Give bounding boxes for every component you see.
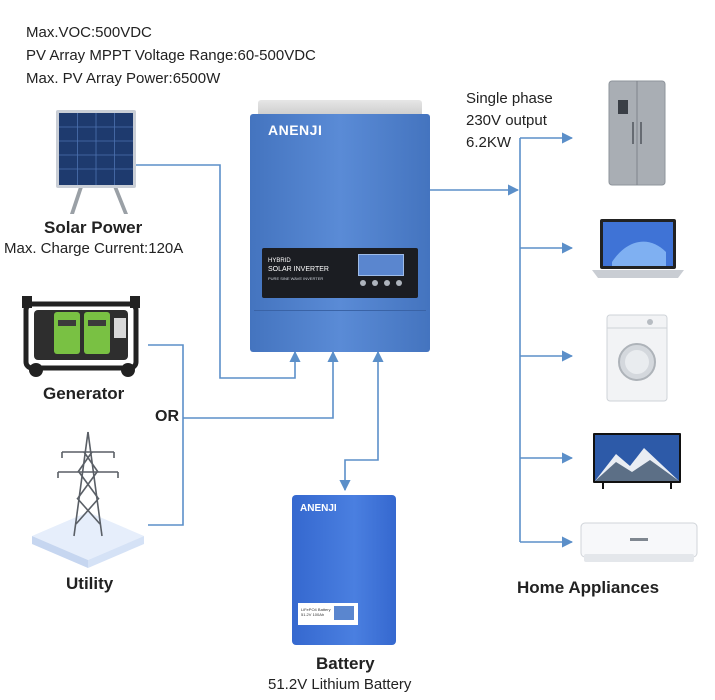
solar-line <box>135 164 301 379</box>
solar-title: Solar Power <box>44 218 143 237</box>
generator-line <box>148 344 184 526</box>
battery-label-panel: LiFePO4 Battery 51.2V 100Ah <box>298 603 358 625</box>
washing-machine-icon <box>606 314 668 402</box>
battery-screen <box>334 606 354 620</box>
refrigerator-icon <box>608 80 666 186</box>
inverter-button-dot <box>360 280 366 286</box>
spec-max-pv-power: Max. PV Array Power:6500W <box>26 70 221 87</box>
inverter-brand: ANENJI <box>268 122 323 138</box>
inverter-divider <box>254 310 426 311</box>
inverter-buttons <box>358 280 402 288</box>
battery-brand: ANENJI <box>300 503 337 514</box>
inverter-tagline: PURE SINE WAVE INVERTER <box>268 276 324 281</box>
inverter-name: SOLAR INVERTER <box>268 266 329 273</box>
laptop-icon <box>592 219 684 278</box>
inverter-button-dot <box>396 280 402 286</box>
utility-title: Utility <box>66 574 114 593</box>
spec-max-voc: Max.VOC:500VDC <box>26 24 152 41</box>
or-label: OR <box>155 408 179 425</box>
inverter-front-panel: HYBRID SOLAR INVERTER PURE SINE WAVE INV… <box>262 248 418 298</box>
inverter-mount-bracket <box>258 100 422 118</box>
television-icon <box>593 433 681 489</box>
inverter-button-dot <box>384 280 390 286</box>
battery-subtitle: 51.2V Lithium Battery <box>268 676 412 693</box>
spec-mppt-range: PV Array MPPT Voltage Range:60-500VDC <box>26 47 316 64</box>
or-line <box>183 350 339 419</box>
battery-title: Battery <box>316 654 375 673</box>
generator-icon <box>22 296 140 377</box>
appliances-title: Home Appliances <box>517 578 660 597</box>
battery-line <box>339 350 384 492</box>
air-conditioner-icon <box>580 522 698 562</box>
solar-panel-icon <box>56 110 136 214</box>
inverter-button-dot <box>372 280 378 286</box>
inverter-body <box>250 114 430 352</box>
inverter-unit: ANENJI HYBRID SOLAR INVERTER PURE SINE W… <box>250 100 430 352</box>
utility-tower-icon <box>32 431 144 568</box>
battery-screen-label: LiFePO4 Battery 51.2V 100Ah <box>301 607 331 617</box>
solar-subtitle: Max. Charge Current:120A <box>4 240 184 257</box>
output-line2: 230V output <box>466 112 547 129</box>
battery-unit: ANENJI LiFePO4 Battery 51.2V 100Ah <box>292 495 396 645</box>
output-line3: 6.2KW <box>466 134 512 151</box>
output-line1: Single phase <box>466 90 553 107</box>
generator-title: Generator <box>43 384 125 403</box>
inverter-lcd-screen <box>358 254 404 276</box>
inverter-model: HYBRID <box>268 258 291 264</box>
